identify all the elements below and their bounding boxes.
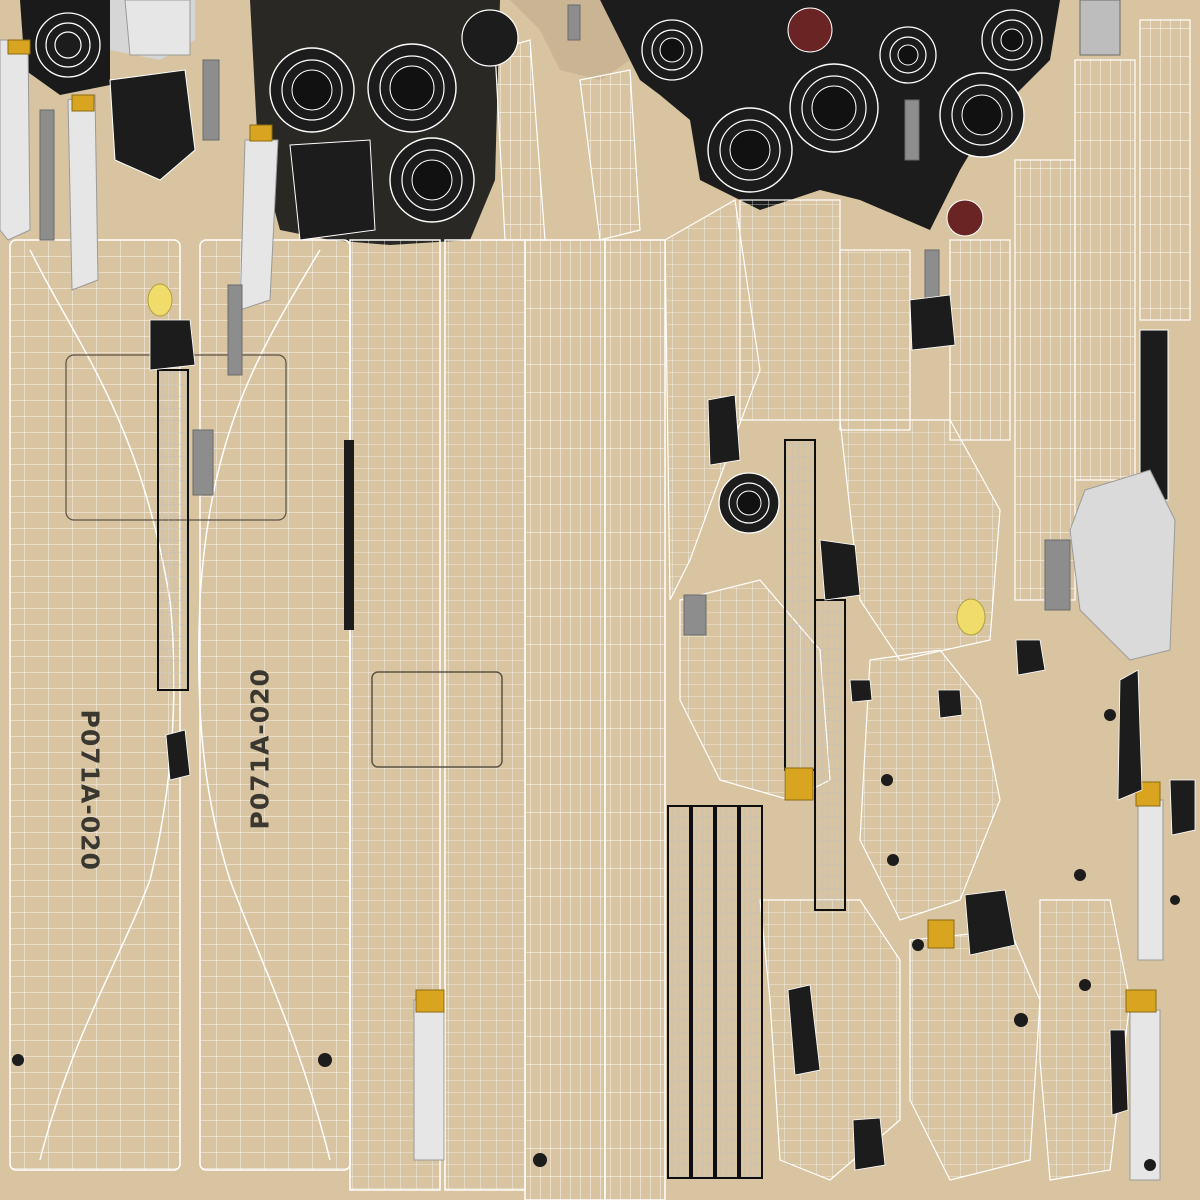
dark-spar-right-1 xyxy=(784,439,816,771)
right-panel-blob xyxy=(839,419,1001,661)
center-panel-3 xyxy=(524,239,606,1200)
dots xyxy=(12,709,1180,1171)
right-strip-6 xyxy=(949,239,1011,441)
metal-pieces xyxy=(0,0,1176,1181)
wing-strip-1 xyxy=(494,39,546,241)
fuselage-panel-2 xyxy=(199,239,351,1171)
right-strip-5 xyxy=(1139,19,1191,321)
metal-pieces-dark xyxy=(39,0,1121,636)
dark-spar-right-2 xyxy=(814,599,846,911)
right-strip-2 xyxy=(839,249,911,431)
dark-rail xyxy=(344,440,354,630)
dark-block-2 xyxy=(289,139,376,241)
fuselage-panel-1 xyxy=(9,239,181,1171)
dark-block-1 xyxy=(109,69,196,181)
right-strip-4 xyxy=(1074,59,1136,481)
red-hub-2 xyxy=(946,199,984,237)
right-lower-panel-2 xyxy=(859,649,1001,921)
right-strip-3 xyxy=(1014,159,1076,601)
red-hub xyxy=(787,7,833,53)
dark-strip-bank xyxy=(667,805,763,1179)
wing-strip-2 xyxy=(579,69,641,241)
lamp-pieces xyxy=(147,283,986,636)
center-panel-4 xyxy=(604,239,666,1200)
decal-serial-right: P071A-020 xyxy=(245,668,275,830)
tyre-group-top xyxy=(35,9,1043,534)
dark-spar-left xyxy=(157,369,189,691)
decal-serial-left: P071A-020 xyxy=(75,709,105,871)
right-strip-1 xyxy=(739,199,841,421)
center-panel-2 xyxy=(444,239,526,1191)
bottom-right-panel-3 xyxy=(1039,899,1131,1181)
small-dark-bits xyxy=(149,294,1196,1171)
panel-cutout xyxy=(371,671,503,768)
fuselage-curve-right xyxy=(198,249,331,1161)
fuselage-curve-left xyxy=(29,249,175,1161)
